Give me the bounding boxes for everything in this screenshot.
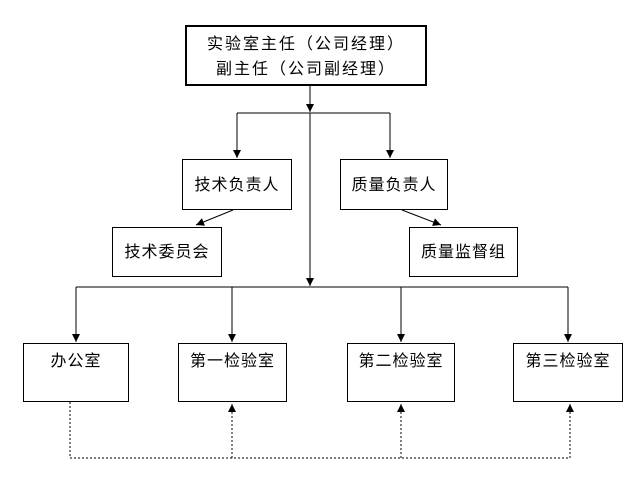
node-quality-lead: 质量负责人 — [340, 159, 448, 210]
node-director: 实验室主任（公司经理） 副主任（公司副经理） — [185, 25, 427, 86]
node-label: 技术委员会 — [124, 242, 210, 261]
node-lab-3: 第三检验室 — [513, 343, 623, 402]
node-technical-committee: 技术委员会 — [112, 227, 222, 277]
node-director-line2: 副主任（公司副经理） — [215, 58, 396, 78]
node-lab-2: 第二检验室 — [347, 343, 455, 402]
edge-to-technical-committee — [195, 209, 234, 226]
node-quality-supervision: 质量监督组 — [409, 227, 518, 277]
node-lab-1: 第一检验室 — [178, 343, 287, 402]
node-label: 质量监督组 — [420, 242, 506, 261]
node-label: 第二检验室 — [358, 351, 444, 370]
node-director-line1: 实验室主任（公司经理） — [206, 33, 405, 53]
edge-to-quality-supervision — [401, 209, 442, 226]
node-label: 技术负责人 — [194, 174, 280, 194]
node-label: 第一检验室 — [189, 351, 275, 370]
node-technical-lead: 技术负责人 — [182, 159, 292, 210]
node-label: 质量负责人 — [351, 174, 437, 194]
node-office: 办公室 — [23, 343, 129, 402]
node-label: 办公室 — [50, 351, 102, 370]
node-label: 第三检验室 — [525, 351, 611, 370]
